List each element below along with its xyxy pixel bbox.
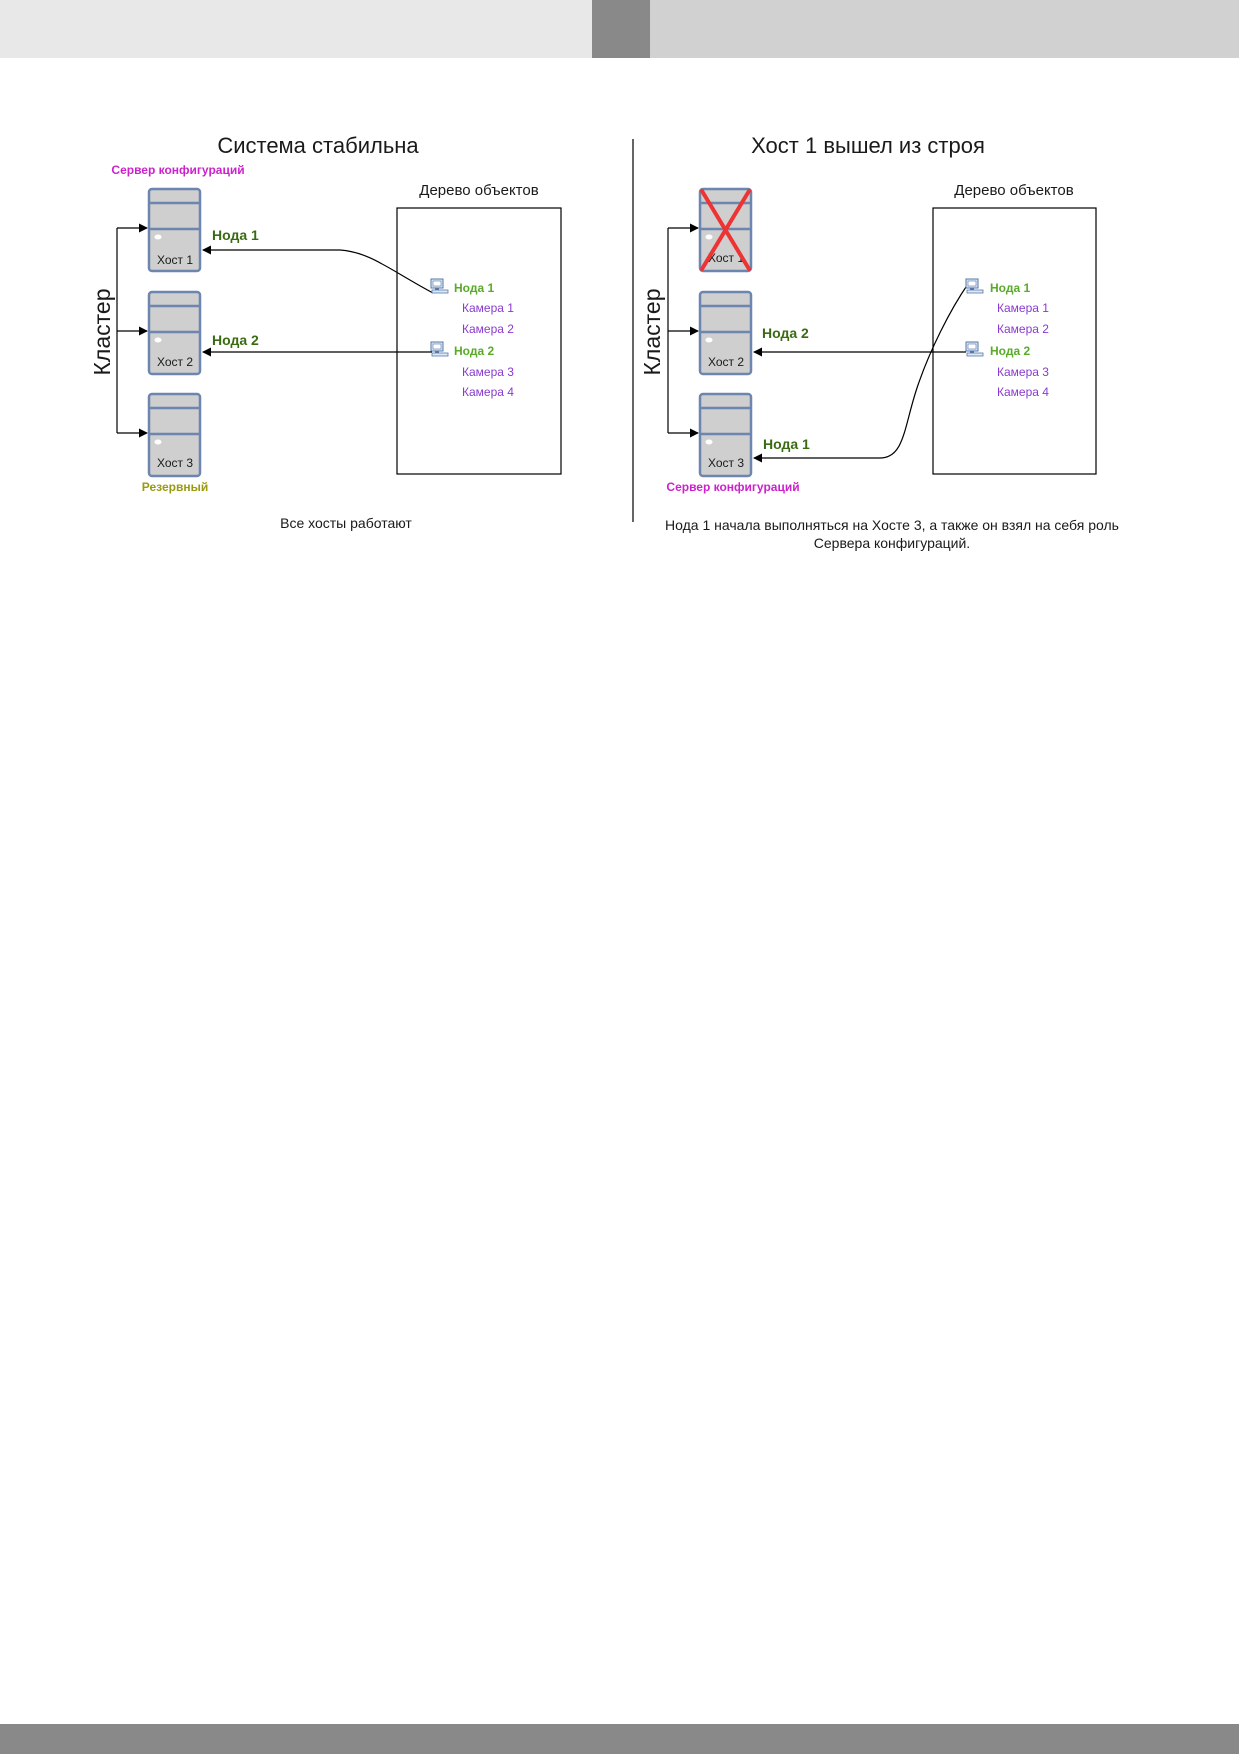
right-host-2-label: Хост 2 — [708, 355, 744, 369]
failed-cross-icon — [700, 189, 751, 271]
left-tree-camera-1: Камера 1 — [462, 301, 514, 315]
right-tree-node-2-icon — [965, 341, 984, 357]
left-tree-camera-2: Камера 2 — [462, 322, 514, 336]
left-arrow-node-1 — [202, 245, 434, 294]
right-tree-title: Дерево объектов — [954, 182, 1073, 199]
left-tree-node-2: Нода 2 — [454, 344, 494, 358]
left-host-3-label: Хост 3 — [157, 456, 193, 470]
left-caption: Все хосты работают — [280, 515, 412, 531]
header-bar-left — [0, 0, 592, 58]
right-tree-node-2: Нода 2 — [990, 344, 1030, 358]
right-tree-camera-1: Камера 1 — [997, 301, 1049, 315]
right-tree-node-1: Нода 1 — [990, 281, 1030, 295]
left-host-1-role: Сервер конфигураций — [111, 163, 244, 177]
right-host-3-label: Хост 3 — [708, 456, 744, 470]
left-tree-title: Дерево объектов — [419, 182, 538, 199]
right-arrow-node-1 — [753, 283, 969, 463]
right-caption-line-1: Нода 1 начала выполняться на Хосте 3, а … — [665, 517, 1119, 533]
header-page-tab — [592, 0, 650, 58]
left-host-3-server — [147, 392, 202, 478]
footer-bar — [0, 1724, 1239, 1754]
right-host-2-server — [698, 290, 753, 376]
left-arrow-node-2-label: Нода 2 — [212, 332, 259, 348]
right-tree-camera-3: Камера 3 — [997, 365, 1049, 379]
left-host-3-role: Резервный — [142, 480, 208, 494]
right-arrow-node-2-label: Нода 2 — [762, 325, 809, 341]
right-tree-camera-4: Камера 4 — [997, 385, 1049, 399]
right-tree-node-1-icon — [965, 278, 984, 294]
right-cluster-label: Кластер — [639, 289, 665, 376]
right-arrow-node-1-label: Нода 1 — [763, 436, 810, 452]
right-cluster-bracket — [667, 223, 699, 438]
left-cluster-label: Кластер — [89, 289, 115, 376]
left-host-1-server — [147, 187, 202, 273]
left-tree-box — [396, 207, 562, 475]
left-tree-camera-4: Камера 4 — [462, 385, 514, 399]
right-tree-camera-2: Камера 2 — [997, 322, 1049, 336]
left-host-1-label: Хост 1 — [157, 253, 193, 267]
left-tree-node-1: Нода 1 — [454, 281, 494, 295]
right-caption-line-2: Сервера конфигураций. — [814, 535, 970, 551]
right-panel: Хост 1 вышел из строя Кластер Хост 1 — [639, 133, 1119, 551]
right-host-3-role: Сервер конфигураций — [666, 480, 799, 494]
left-panel-title: Система стабильна — [217, 133, 419, 158]
cluster-failover-diagram: Система стабильна Кластер Хост 1 Сервер … — [89, 133, 1119, 551]
left-cluster-bracket — [116, 223, 148, 438]
right-panel-title: Хост 1 вышел из строя — [751, 133, 985, 158]
right-host-3-server — [698, 392, 753, 478]
right-tree-box — [932, 207, 1097, 475]
left-tree-node-2-icon — [430, 341, 449, 357]
left-arrow-node-1-label: Нода 1 — [212, 227, 259, 243]
left-host-2-server — [147, 290, 202, 376]
right-host-1-label: Хост 1 — [708, 251, 744, 265]
left-host-2-label: Хост 2 — [157, 355, 193, 369]
left-tree-node-1-icon — [430, 278, 449, 294]
left-panel: Система стабильна Кластер Хост 1 Сервер … — [89, 133, 562, 531]
left-tree-camera-3: Камера 3 — [462, 365, 514, 379]
header-bar-right — [650, 0, 1239, 58]
